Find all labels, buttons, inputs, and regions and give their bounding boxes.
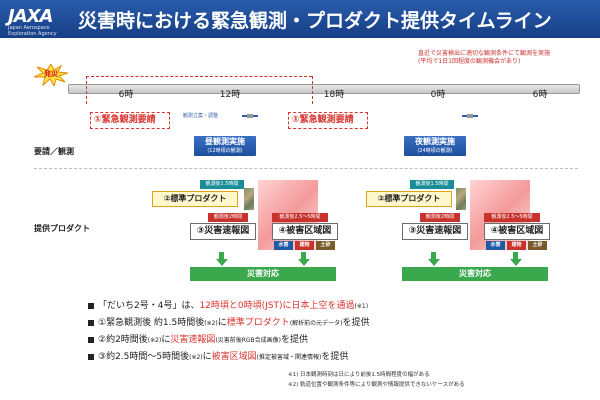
cycle2-std-timing: 観測後1.5時間 [410, 180, 454, 189]
cycle1-area-map: ④被害区域図 [272, 223, 338, 240]
cycle2-area-map: ④被害区域図 [484, 223, 550, 240]
cycle1-area-timing: 観測後2.5〜5時間 [272, 213, 328, 222]
cycle1-std-timing: 観測後1.5時間 [200, 180, 244, 189]
observation-note: 直近で災害検出に適切な観測条件にて観測を実施 (平均で1日1回程度の観測機会があ… [418, 50, 596, 66]
cycle1-tile-building: 建物 [295, 241, 314, 250]
cycle2-obs-title: 夜観測実施 [415, 137, 455, 146]
cycle1-observation-box: 昼観測実施 (12時頃の観測) [194, 136, 256, 156]
cycle2-quick-map: ③災害速報図 [402, 223, 468, 240]
product-row-label: 提供プロダクト [34, 224, 90, 233]
bullet-quick-map: ②約2時間後(※2)に災害速報図(災害前後RGB合成画像)を提供 [88, 332, 308, 345]
tick-label-18: 18時 [323, 90, 345, 100]
cycle2-raw-image [456, 188, 466, 210]
obs-planning-caption: 観測立案・調整 [183, 113, 219, 119]
footnote-1: ※1) 日本観測時刻は日により前後1.5時間程度の幅がある [288, 372, 430, 378]
down-arrow-icon [510, 259, 522, 266]
observation-note-line2: (平均で1日1回程度の観測機会があり) [418, 58, 521, 65]
cycle1-raw-image [244, 188, 254, 210]
timeline-bar [68, 84, 580, 94]
cycle1-response-band: 災害対応 [190, 267, 336, 281]
arrow-stem [219, 252, 224, 260]
cycle1-obs-sub: (12時頃の観測) [207, 148, 243, 154]
observation-note-line1: 直近で災害検出に適切な観測条件にて観測を実施 [418, 50, 551, 57]
request-row-label: 要請／観測 [34, 147, 74, 156]
arrow-stem [513, 252, 518, 260]
disaster-onset-label: 発災 [44, 70, 58, 78]
down-arrow-icon [216, 259, 228, 266]
footnote-2: ※2) 軌道位置や観測条件等により観測や情報提供できないケースがある [288, 382, 465, 388]
tick-label-12: 12時 [219, 90, 241, 100]
bullet-square-icon [88, 302, 94, 309]
cycle1-quick-map: ③災害速報図 [190, 223, 256, 240]
cycle1-obs-title: 昼観測実施 [205, 137, 245, 146]
bullet-square-icon [88, 319, 94, 326]
page-title: 災害時における緊急観測・プロダクト提供タイムライン [78, 10, 552, 32]
onset-guide-line [86, 76, 87, 104]
cycle2-standard-product: ②標準プロダクト [366, 191, 452, 207]
bullet-square-icon [88, 336, 94, 343]
title-bar [0, 0, 600, 38]
cycle2-request-box: ①緊急観測要請 [288, 112, 368, 129]
row-divider [34, 168, 578, 169]
bullet-orbit: 「だいち2号・4号」は、12時頃と0時頃(JST)に日本上空を通過(※1) [88, 298, 368, 311]
cycle1-tile-landslide: 土砂 [316, 241, 335, 250]
cycle1-tile-flood: 水害 [274, 241, 293, 250]
down-arrow-icon [428, 259, 440, 266]
bullet-square-icon [88, 353, 94, 360]
tick-label-6am: 6時 [118, 90, 134, 100]
disaster-burst-icon [34, 64, 68, 86]
cycle1-quick-timing: 観測後2時間 [208, 213, 248, 222]
cycle2-tile-flood: 水害 [486, 241, 505, 250]
cycle2-quick-timing: 観測後2時間 [420, 213, 460, 222]
tick-label-0: 0時 [430, 90, 446, 100]
satellite-icon [242, 114, 258, 118]
down-arrow-icon [298, 259, 310, 266]
cycle2-area-timing: 観測後2.5〜5時間 [484, 213, 540, 222]
tick-label-6: 6時 [532, 90, 548, 100]
cycle2-observation-box: 夜観測実施 (24時頃の観測) [404, 136, 466, 156]
cycle2-tile-building: 建物 [507, 241, 526, 250]
bullet-area-map: ③約2.5時間〜5時間後(※2)に被害区域図(推定被害域・関連情報)を提供 [88, 349, 348, 362]
cycle2-obs-sub: (24時頃の観測) [417, 148, 453, 154]
cycle2-guide-line [312, 76, 313, 104]
satellite-icon-2 [462, 114, 478, 118]
arrow-stem [301, 252, 306, 260]
guide-line-horizontal [86, 76, 312, 77]
cycle1-standard-product: ②標準プロダクト [152, 191, 238, 207]
bullet-standard-product: ①緊急観測後 約1.5時間後(※2)に標準プロダクト(解析前の元データ)を提供 [88, 315, 370, 328]
arrow-stem [431, 252, 436, 260]
cycle2-response-band: 災害対応 [402, 267, 548, 281]
cycle1-request-box: ①緊急観測要請 [90, 112, 170, 129]
cycle2-tile-landslide: 土砂 [528, 241, 547, 250]
